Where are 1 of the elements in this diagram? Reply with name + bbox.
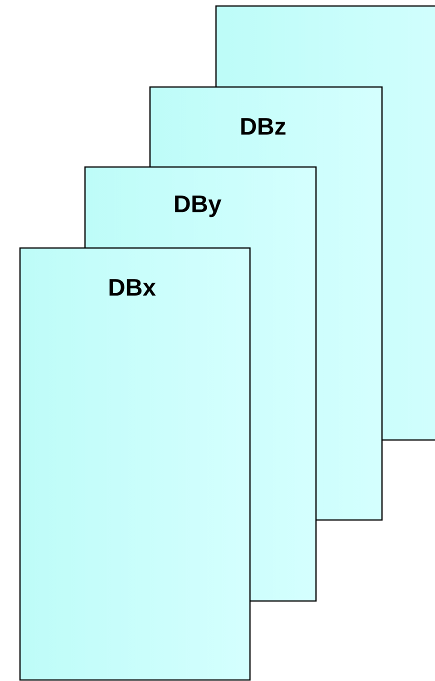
database-page: DBx xyxy=(19,247,251,681)
